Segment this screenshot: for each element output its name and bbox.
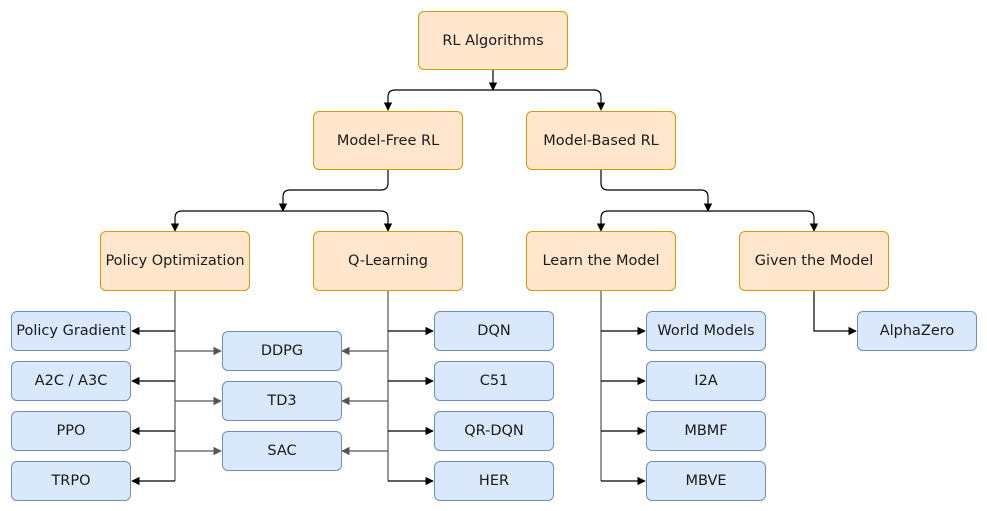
node-alphazero: AlphaZero	[857, 311, 977, 351]
node-qr-dqn: QR-DQN	[434, 411, 554, 451]
node-q-learning: Q-Learning	[313, 231, 463, 291]
node-policy-gradient: Policy Gradient	[11, 311, 131, 351]
connector-model-free-policy	[170, 210, 283, 232]
connector-model-free-qlearning	[283, 210, 393, 232]
node-mbmf: MBMF	[646, 411, 766, 451]
node-given-the-model: Given the Model	[739, 231, 889, 291]
connector-root-model-based	[493, 89, 606, 111]
connector-model-based-given	[708, 210, 819, 232]
node-ddpg: DDPG	[222, 331, 342, 371]
node-her: HER	[434, 461, 554, 501]
connector-given-alphazero	[813, 291, 857, 336]
node-rl-algorithms: RL Algorithms	[418, 11, 568, 70]
connector-root-model-free	[383, 89, 493, 111]
node-mbve: MBVE	[646, 461, 766, 501]
node-i2a: I2A	[646, 361, 766, 401]
node-sac: SAC	[222, 431, 342, 471]
node-world-models: World Models	[646, 311, 766, 351]
node-dqn: DQN	[434, 311, 554, 351]
node-c51: C51	[434, 361, 554, 401]
connector-model-based-learn	[596, 210, 708, 232]
node-a2c-a3c: A2C / A3C	[11, 361, 131, 401]
node-trpo: TRPO	[11, 461, 131, 501]
node-td3: TD3	[222, 381, 342, 421]
connector-model-free-down	[278, 170, 389, 212]
node-policy-optimization: Policy Optimization	[100, 231, 250, 291]
node-model-free-rl: Model-Free RL	[313, 111, 463, 170]
connector-model-based-down	[600, 170, 713, 212]
node-learn-the-model: Learn the Model	[526, 231, 676, 291]
node-model-based-rl: Model-Based RL	[526, 111, 676, 170]
node-ppo: PPO	[11, 411, 131, 451]
